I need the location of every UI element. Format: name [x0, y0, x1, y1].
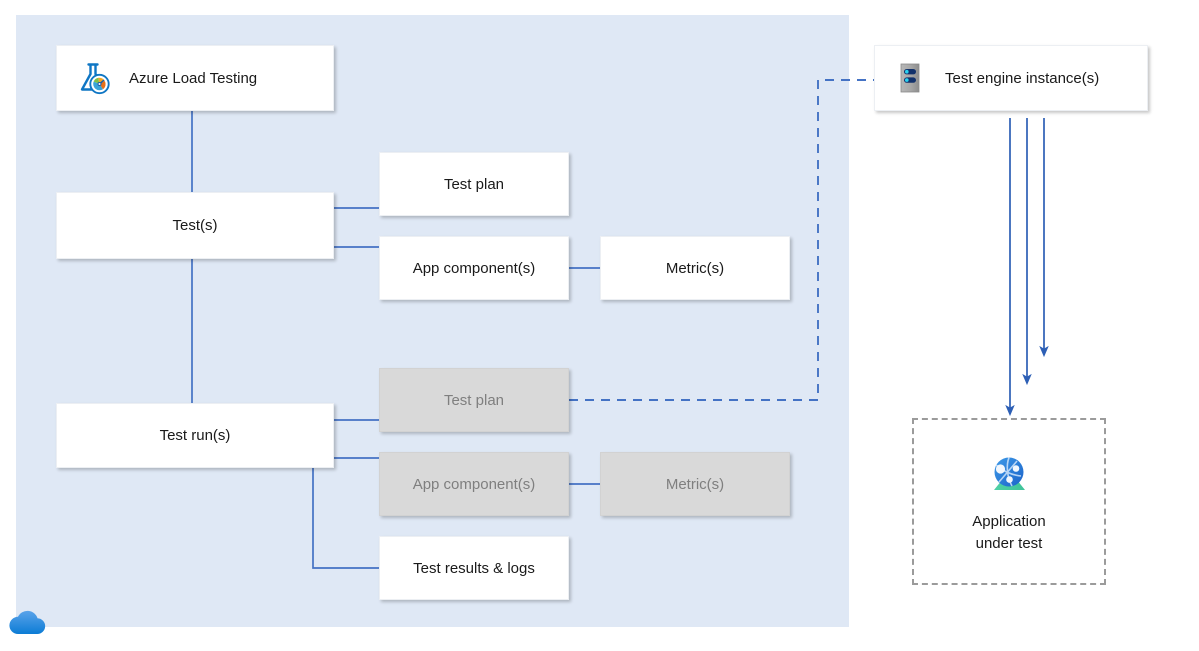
node-label: Test plan [443, 175, 505, 193]
node-label: App component(s) [412, 475, 536, 493]
application-under-test-label: Application under test [972, 513, 1046, 552]
node-app-components[interactable]: App component(s) [379, 236, 569, 300]
node-label: Azure Load Testing [129, 69, 258, 87]
node-label: Metric(s) [665, 475, 725, 493]
cloud-icon [6, 606, 52, 643]
application-under-test-panel [849, 344, 1199, 651]
node-test-runs[interactable]: Test run(s) [56, 403, 334, 468]
node-tests[interactable]: Test(s) [56, 192, 334, 259]
node-test-plan[interactable]: Test plan [379, 152, 569, 216]
node-app-components-run[interactable]: App component(s) [379, 452, 569, 516]
node-azure-load-testing[interactable]: Azure Load Testing [56, 45, 334, 111]
node-metrics[interactable]: Metric(s) [600, 236, 790, 300]
node-test-plan-run[interactable]: Test plan [379, 368, 569, 432]
application-under-test-group[interactable]: Application under test [912, 418, 1106, 585]
server-rack-icon [893, 61, 927, 95]
node-label: Test(s) [172, 217, 218, 234]
node-test-engine-instances[interactable]: Test engine instance(s) [874, 45, 1148, 111]
node-label: Test results & logs [413, 559, 535, 577]
node-label: Test plan [443, 391, 505, 409]
node-metrics-run[interactable]: Metric(s) [600, 452, 790, 516]
node-label: App component(s) [412, 259, 536, 277]
node-label: Test engine instance(s) [945, 69, 1100, 87]
node-label: Test run(s) [159, 427, 231, 444]
node-label: Metric(s) [665, 259, 725, 277]
node-test-results-logs[interactable]: Test results & logs [379, 536, 569, 600]
flask-gauge-icon [75, 60, 111, 96]
globe-network-icon [984, 449, 1034, 499]
